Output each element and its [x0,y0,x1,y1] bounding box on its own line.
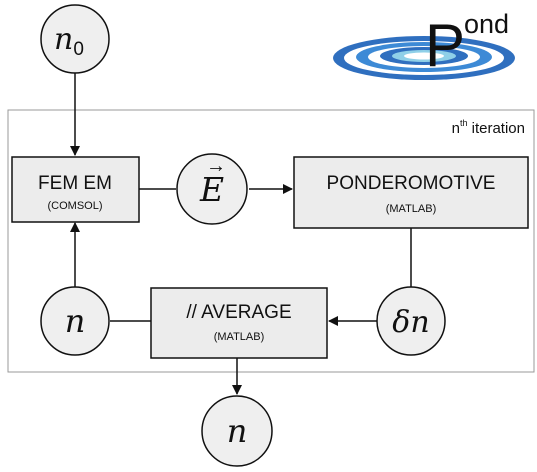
node-n-loop: n [40,286,110,356]
pond-logo: P ond [333,9,515,80]
fem-em-title: FEM EM [38,173,112,194]
iteration-label: nth iteration [452,118,525,137]
average-box: // AVERAGE (MATLAB) [150,287,328,359]
fem-em-box: FEM EM (COMSOL) [11,156,140,223]
svg-text:δn: δn [392,305,429,340]
average-title: // AVERAGE [186,302,291,323]
node-n-output: n [201,395,273,467]
ponderomotive-subtitle: (MATLAB) [386,203,437,215]
svg-text:E: E [199,170,224,209]
node-delta-n: δn [376,286,446,356]
node-n0: n0 [40,4,110,74]
ponderomotive-box: PONDEROMOTIVE (MATLAB) [293,156,529,229]
svg-text:n: n [227,412,248,450]
svg-text:n: n [65,302,86,340]
node-electric-field: E → [176,153,248,225]
average-subtitle: (MATLAB) [214,331,265,343]
vector-accent: → [206,155,226,177]
ponderomotive-title: PONDEROMOTIVE [327,173,496,194]
iteration-frame [7,109,535,373]
pond-logo-text: ond [464,9,509,39]
fem-em-subtitle: (COMSOL) [48,200,103,212]
svg-text:n0: n0 [54,22,84,60]
pond-logo-letter: P [425,12,465,79]
